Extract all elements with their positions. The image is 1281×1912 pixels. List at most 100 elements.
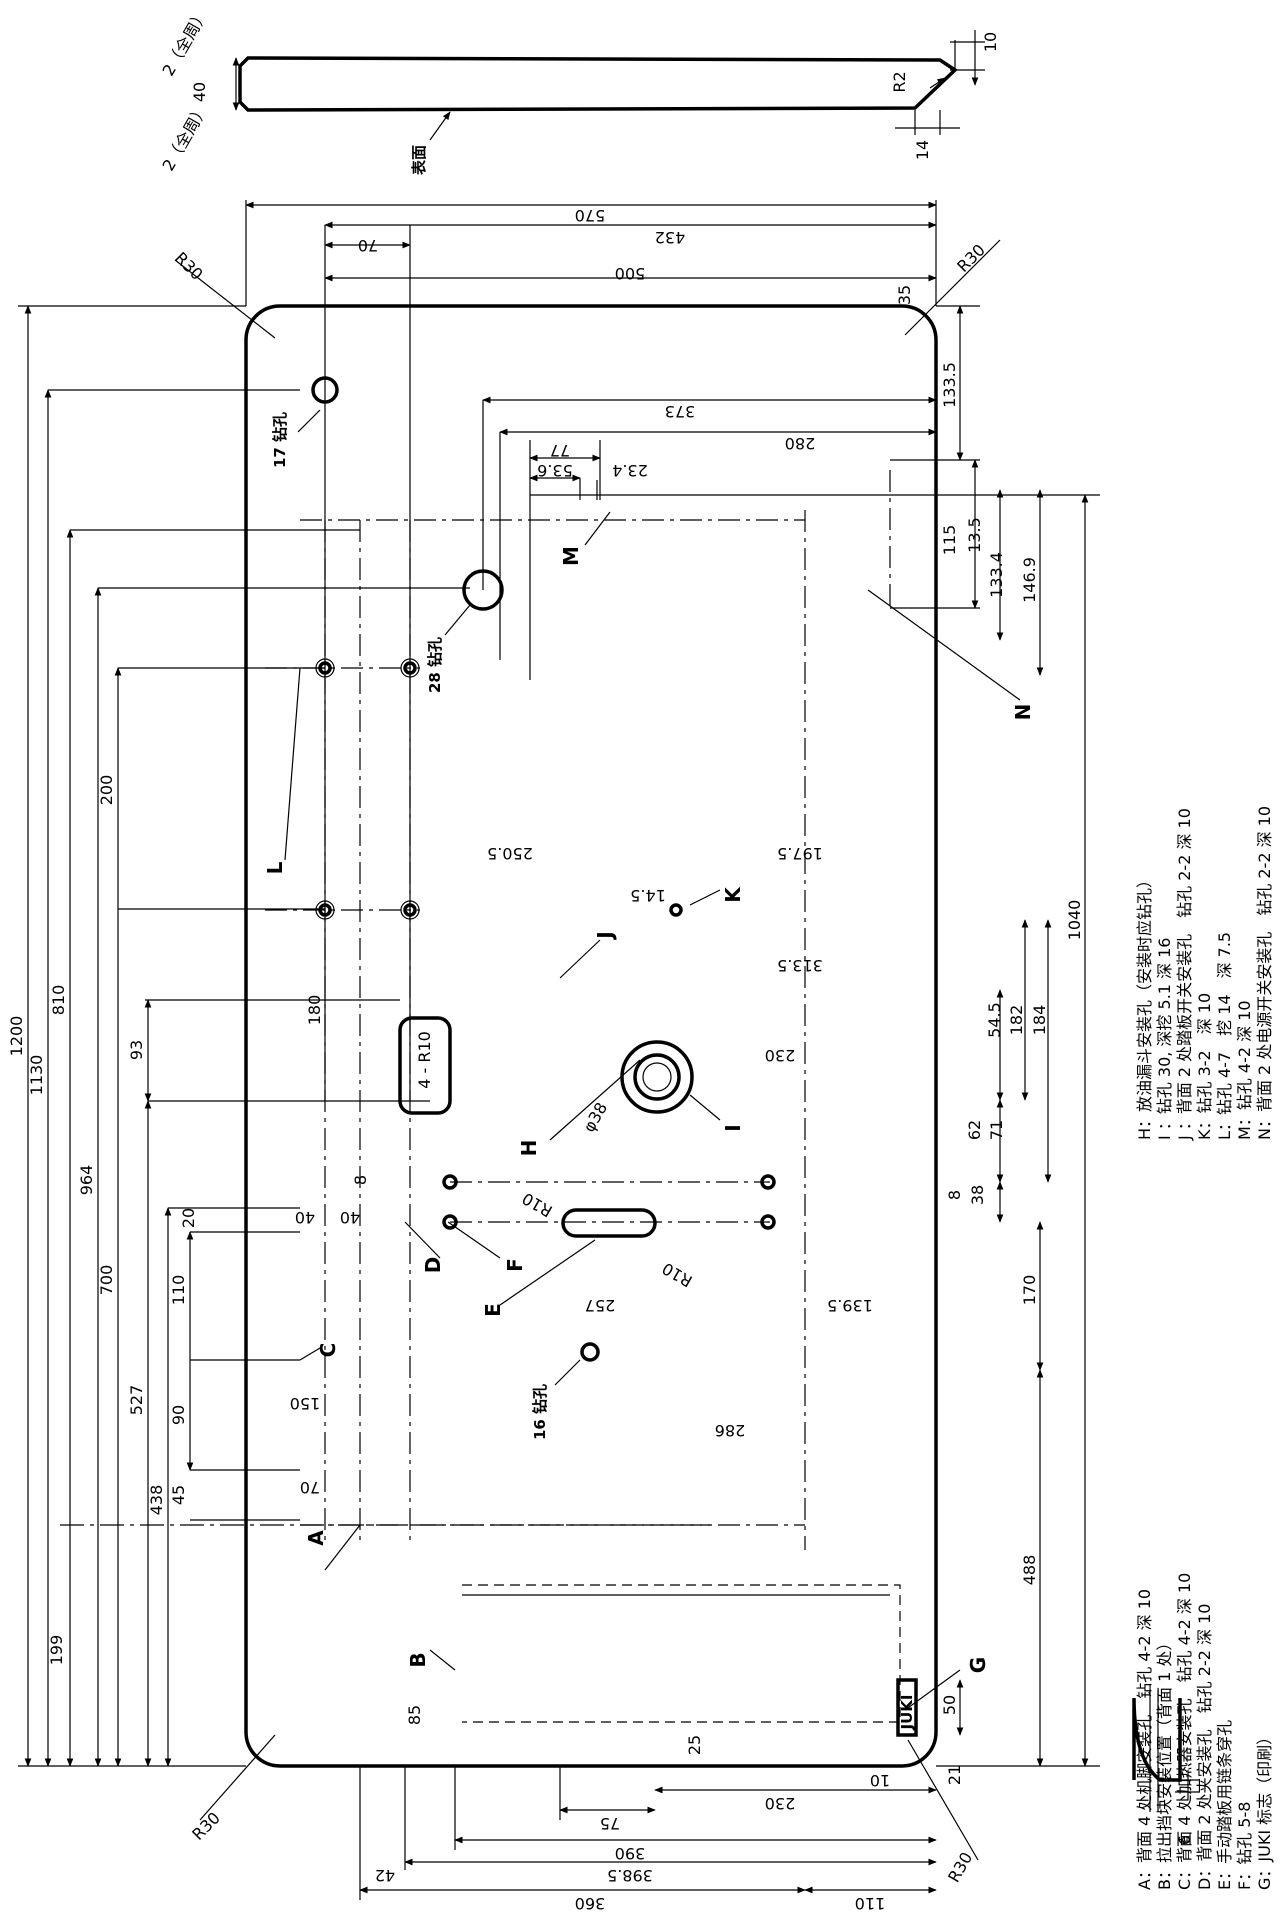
side-view: 40 2（全周） 2（全周） 表面 10 R2 14 [158,5,1000,175]
chain-slot [561,1208,657,1238]
dim-197-5: 197.5 [777,844,823,863]
dim-199: 199 [47,1635,66,1666]
edge-detail: 6 [1132,1690,1200,1845]
juki-logo-mark [896,1678,918,1737]
dim-200: 200 [97,775,116,806]
dim-257: 257 [585,1296,616,1315]
dim-500: 500 [615,264,646,283]
dim-40-b: 40 [340,1208,360,1227]
dim-1040: 1040 [1065,900,1084,941]
letter-e: E [481,1303,505,1317]
hole-28 [462,569,504,611]
dim-230-upper: 230 [765,1046,796,1065]
dim-1200: 1200 [7,1016,26,1057]
side-profile [238,56,958,112]
legend-h: H：放油漏斗安装孔（安装时应钻孔） [1135,872,1154,1140]
side-radius: R2 [890,71,909,92]
dim-14-5: 14.5 [630,886,666,905]
dim-700: 700 [97,1265,116,1296]
dim-20: 20 [179,1208,198,1228]
dim-85: 85 [405,1705,424,1725]
dim-25: 25 [685,1735,704,1755]
legend-b: B：拉出挡块安装位置（背面 1 处） [1155,1635,1174,1890]
dim-398-5: 398.5 [607,1866,653,1885]
side-thickness: 40 [190,82,209,102]
dim-313-5: 313.5 [777,956,823,975]
letter-n: N [1011,704,1035,721]
dim-35: 35 [895,285,914,305]
side-dim-10: 10 [981,32,1000,52]
bottom-dimension-lines [359,1766,937,1900]
dim-50: 50 [940,1695,959,1715]
side-chamfer-bottom: 2（全周） [158,100,212,174]
dim-438: 438 [147,1485,166,1516]
slot-4-r10 [398,1016,452,1115]
letter-i: I [721,1124,745,1131]
legend-a: A：背面 4 处机脚安装孔 钻孔 4-2 深 10 [1135,1589,1154,1890]
dim-21: 21 [945,1765,964,1785]
legend-right: H：放油漏斗安装孔（安装时应钻孔） I ：钻孔 30, 深挖 5.1 深 16 … [1135,806,1274,1141]
legend-d: D：背面 2 处夹安装孔 钻孔 2-2 深 10 [1195,1604,1214,1890]
letter-h: H [517,1140,541,1157]
dim-90: 90 [169,1405,188,1425]
dim-110: 110 [169,1275,188,1306]
dim-75: 75 [600,1814,620,1833]
dim-964: 964 [77,1165,96,1196]
dim-71: 71 [987,1120,1006,1140]
radius-top-left: R30 [171,248,207,284]
hole-k [669,903,683,917]
dim-230-lower: 230 [765,1794,796,1813]
dim-23-4: 23.4 [612,461,648,480]
hole-17 [311,376,339,404]
radius-bottom-right: R30 [944,1849,976,1886]
board-outline [244,304,938,1768]
dim-77: 77 [550,441,570,460]
dim-70: 70 [358,236,378,255]
dim-432: 432 [655,228,686,247]
dim-8-right: 8 [945,1190,964,1200]
letter-b: B [406,1652,430,1667]
letter-k: K [721,886,745,903]
board-plan: 1200 1130 810 964 700 527 438 199 200 93… [7,200,1100,1912]
dim-133-4: 133.4 [987,552,1006,598]
legend-j: J ：背面 2 处踏板开关安装孔 钻孔 2-2 深 10 [1175,808,1194,1141]
legend-n: N：背面 2 处电源开关安装孔 钻孔 2-2 深 10 [1255,806,1274,1140]
hole-28-label: 28 钻孔 [426,637,444,693]
right-dimension-lines [530,305,1100,1767]
detail-dim-6: 6 [1175,1835,1194,1845]
legend-i: I ：钻孔 30, 深挖 5.1 深 16 [1155,938,1174,1141]
radius-r10-b: R10 [659,1259,696,1291]
letter-c: C [316,1343,340,1358]
letter-g: G [966,1657,990,1673]
dim-54-5: 54.5 [985,1002,1004,1038]
dim-42: 42 [375,1866,395,1885]
dim-70-lower: 70 [300,1478,320,1497]
juki-logo-text: JUKI [898,1695,916,1731]
dim-139-5: 139.5 [827,1296,873,1315]
letter-m: M [559,546,583,566]
radius-bottom-left: R30 [188,1808,224,1844]
dim-115: 115 [940,525,959,556]
dim-13-5: 13.5 [965,517,984,553]
top-dimension-lines [245,200,937,1100]
dim-390: 390 [615,1844,646,1863]
side-chamfer-top: 2（全周） [158,5,212,79]
letter-f: F [503,1258,527,1272]
legend-l: L：钻孔 4-7 挖 14 深 7.5 [1215,932,1234,1140]
dim-180: 180 [305,995,324,1026]
left-dimension-lines [18,305,710,1767]
dim-133-5: 133.5 [940,362,959,408]
slot-label: 4 - R10 [415,1031,434,1089]
hole-i [620,1040,694,1114]
dim-53-6: 53.6 [537,461,573,480]
dim-527: 527 [127,1385,146,1416]
legend-c: C：背面 4 处加热器安装孔 钻孔 4-2 深 10 [1175,1573,1194,1890]
dim-10: 10 [870,1771,890,1790]
legend-k: K：钻孔 3-2 深 10 [1195,993,1214,1140]
dim-150: 150 [290,1394,321,1413]
hole-16 [580,1342,600,1362]
dim-184: 184 [1030,1005,1049,1036]
dim-45: 45 [169,1485,188,1505]
letter-a: A [304,1530,328,1546]
